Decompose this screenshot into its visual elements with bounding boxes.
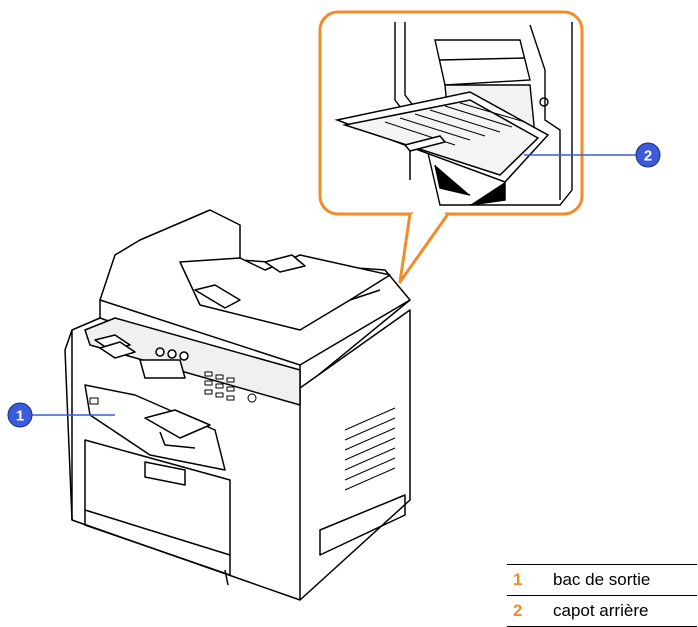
rear-cover-detail [318, 10, 636, 284]
legend-label: capot arrière [545, 595, 697, 627]
svg-text:1: 1 [16, 408, 24, 425]
svg-text:2: 2 [644, 148, 652, 165]
legend-row: 1 bac de sortie [507, 564, 697, 596]
callout-2-marker: 2 [635, 142, 661, 168]
printer-illustration [64, 209, 411, 601]
legend-number: 1 [507, 564, 545, 596]
legend-row: 2 capot arrière [507, 595, 697, 627]
legend-label: bac de sortie [545, 564, 697, 596]
callout-1-marker: 1 [7, 402, 33, 428]
legend-number: 2 [507, 595, 545, 627]
rear-cover [334, 91, 550, 206]
detail-pointer [398, 213, 450, 284]
